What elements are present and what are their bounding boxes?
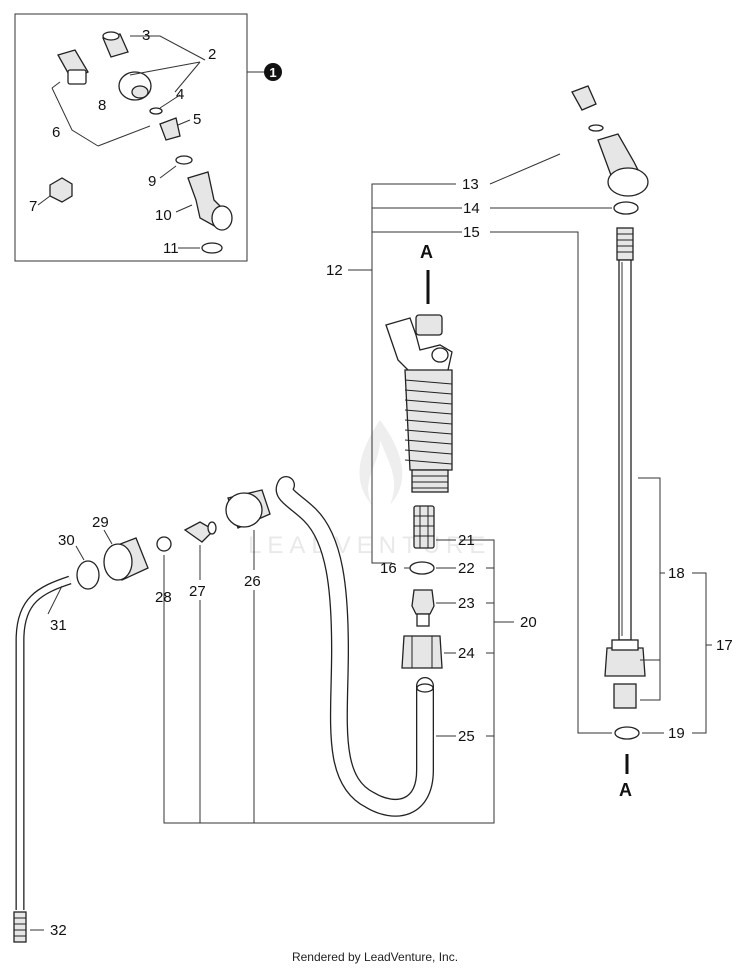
part-19-oring: [614, 726, 640, 740]
callout-26: 26: [244, 573, 261, 590]
callout-6: 6: [52, 124, 60, 141]
part-7-nut: [49, 177, 73, 203]
callout-14: 14: [463, 200, 480, 217]
callout-32: 32: [50, 922, 67, 939]
part-23-barb: [411, 589, 435, 627]
part-28-oring: [156, 536, 172, 552]
callout-31: 31: [50, 617, 67, 634]
watermark-text: LEADVENTURE: [248, 532, 491, 559]
part-18-tube: [604, 227, 646, 709]
callout-11: 11: [163, 240, 179, 257]
part-21-screen: [413, 505, 435, 549]
part-13-swivel-elbow: [571, 85, 649, 197]
part-22-oring: [409, 561, 435, 575]
callout-10: 10: [155, 207, 172, 224]
part-6-cap: [57, 49, 89, 85]
part-5-swivel: [159, 117, 181, 141]
part-11-oring: [201, 242, 223, 254]
callout-2: 2: [208, 46, 216, 63]
callout-15: 15: [463, 224, 480, 241]
callout-25: 25: [458, 728, 475, 745]
callout-19: 19: [668, 725, 685, 742]
part-8-nut: [118, 71, 152, 101]
section-mark-top: A: [420, 242, 433, 262]
part-9-washer: [175, 155, 193, 165]
watermark: LEADVENTURE: [248, 420, 491, 559]
inset-box: [14, 13, 248, 262]
callout-3: 3: [142, 27, 150, 44]
callout-7: 7: [29, 198, 37, 215]
callout-22: 22: [458, 560, 475, 577]
part-14-oring: [613, 201, 639, 215]
callout-4: 4: [176, 86, 184, 103]
part-29-fitting: [103, 537, 149, 581]
callout-24: 24: [458, 645, 475, 662]
footer-credit: Rendered by LeadVenture, Inc.: [291, 950, 459, 964]
part-4-oring: [149, 107, 163, 115]
callout-1: 1: [269, 65, 276, 80]
callout-9: 9: [148, 173, 156, 190]
part-10-elbow: [187, 171, 233, 231]
callout-18: 18: [668, 565, 685, 582]
callout-5: 5: [193, 111, 201, 128]
callout-21: 21: [458, 532, 475, 549]
callout-1-badge: 1: [264, 63, 282, 81]
part-12-filter-housing: [385, 314, 453, 493]
callout-20: 20: [520, 614, 537, 631]
callout-16: 16: [380, 560, 397, 577]
callout-29: 29: [92, 514, 109, 531]
part-26-nut: [225, 489, 271, 529]
callout-13: 13: [462, 176, 479, 193]
part-24-nut: [401, 635, 443, 669]
part-31-suction-tube: [15, 575, 72, 910]
part-32-end: [13, 911, 27, 943]
section-mark-bottom: A: [619, 780, 632, 800]
callout-30: 30: [58, 532, 75, 549]
part-3-nozzle: [102, 31, 129, 58]
callout-17: 17: [716, 637, 733, 654]
callout-27: 27: [189, 583, 206, 600]
callout-28: 28: [155, 589, 172, 606]
callout-23: 23: [458, 595, 475, 612]
part-27-barb: [183, 521, 217, 543]
callout-8: 8: [98, 97, 106, 114]
callout-12: 12: [326, 262, 343, 279]
part-30-oring: [76, 560, 100, 590]
